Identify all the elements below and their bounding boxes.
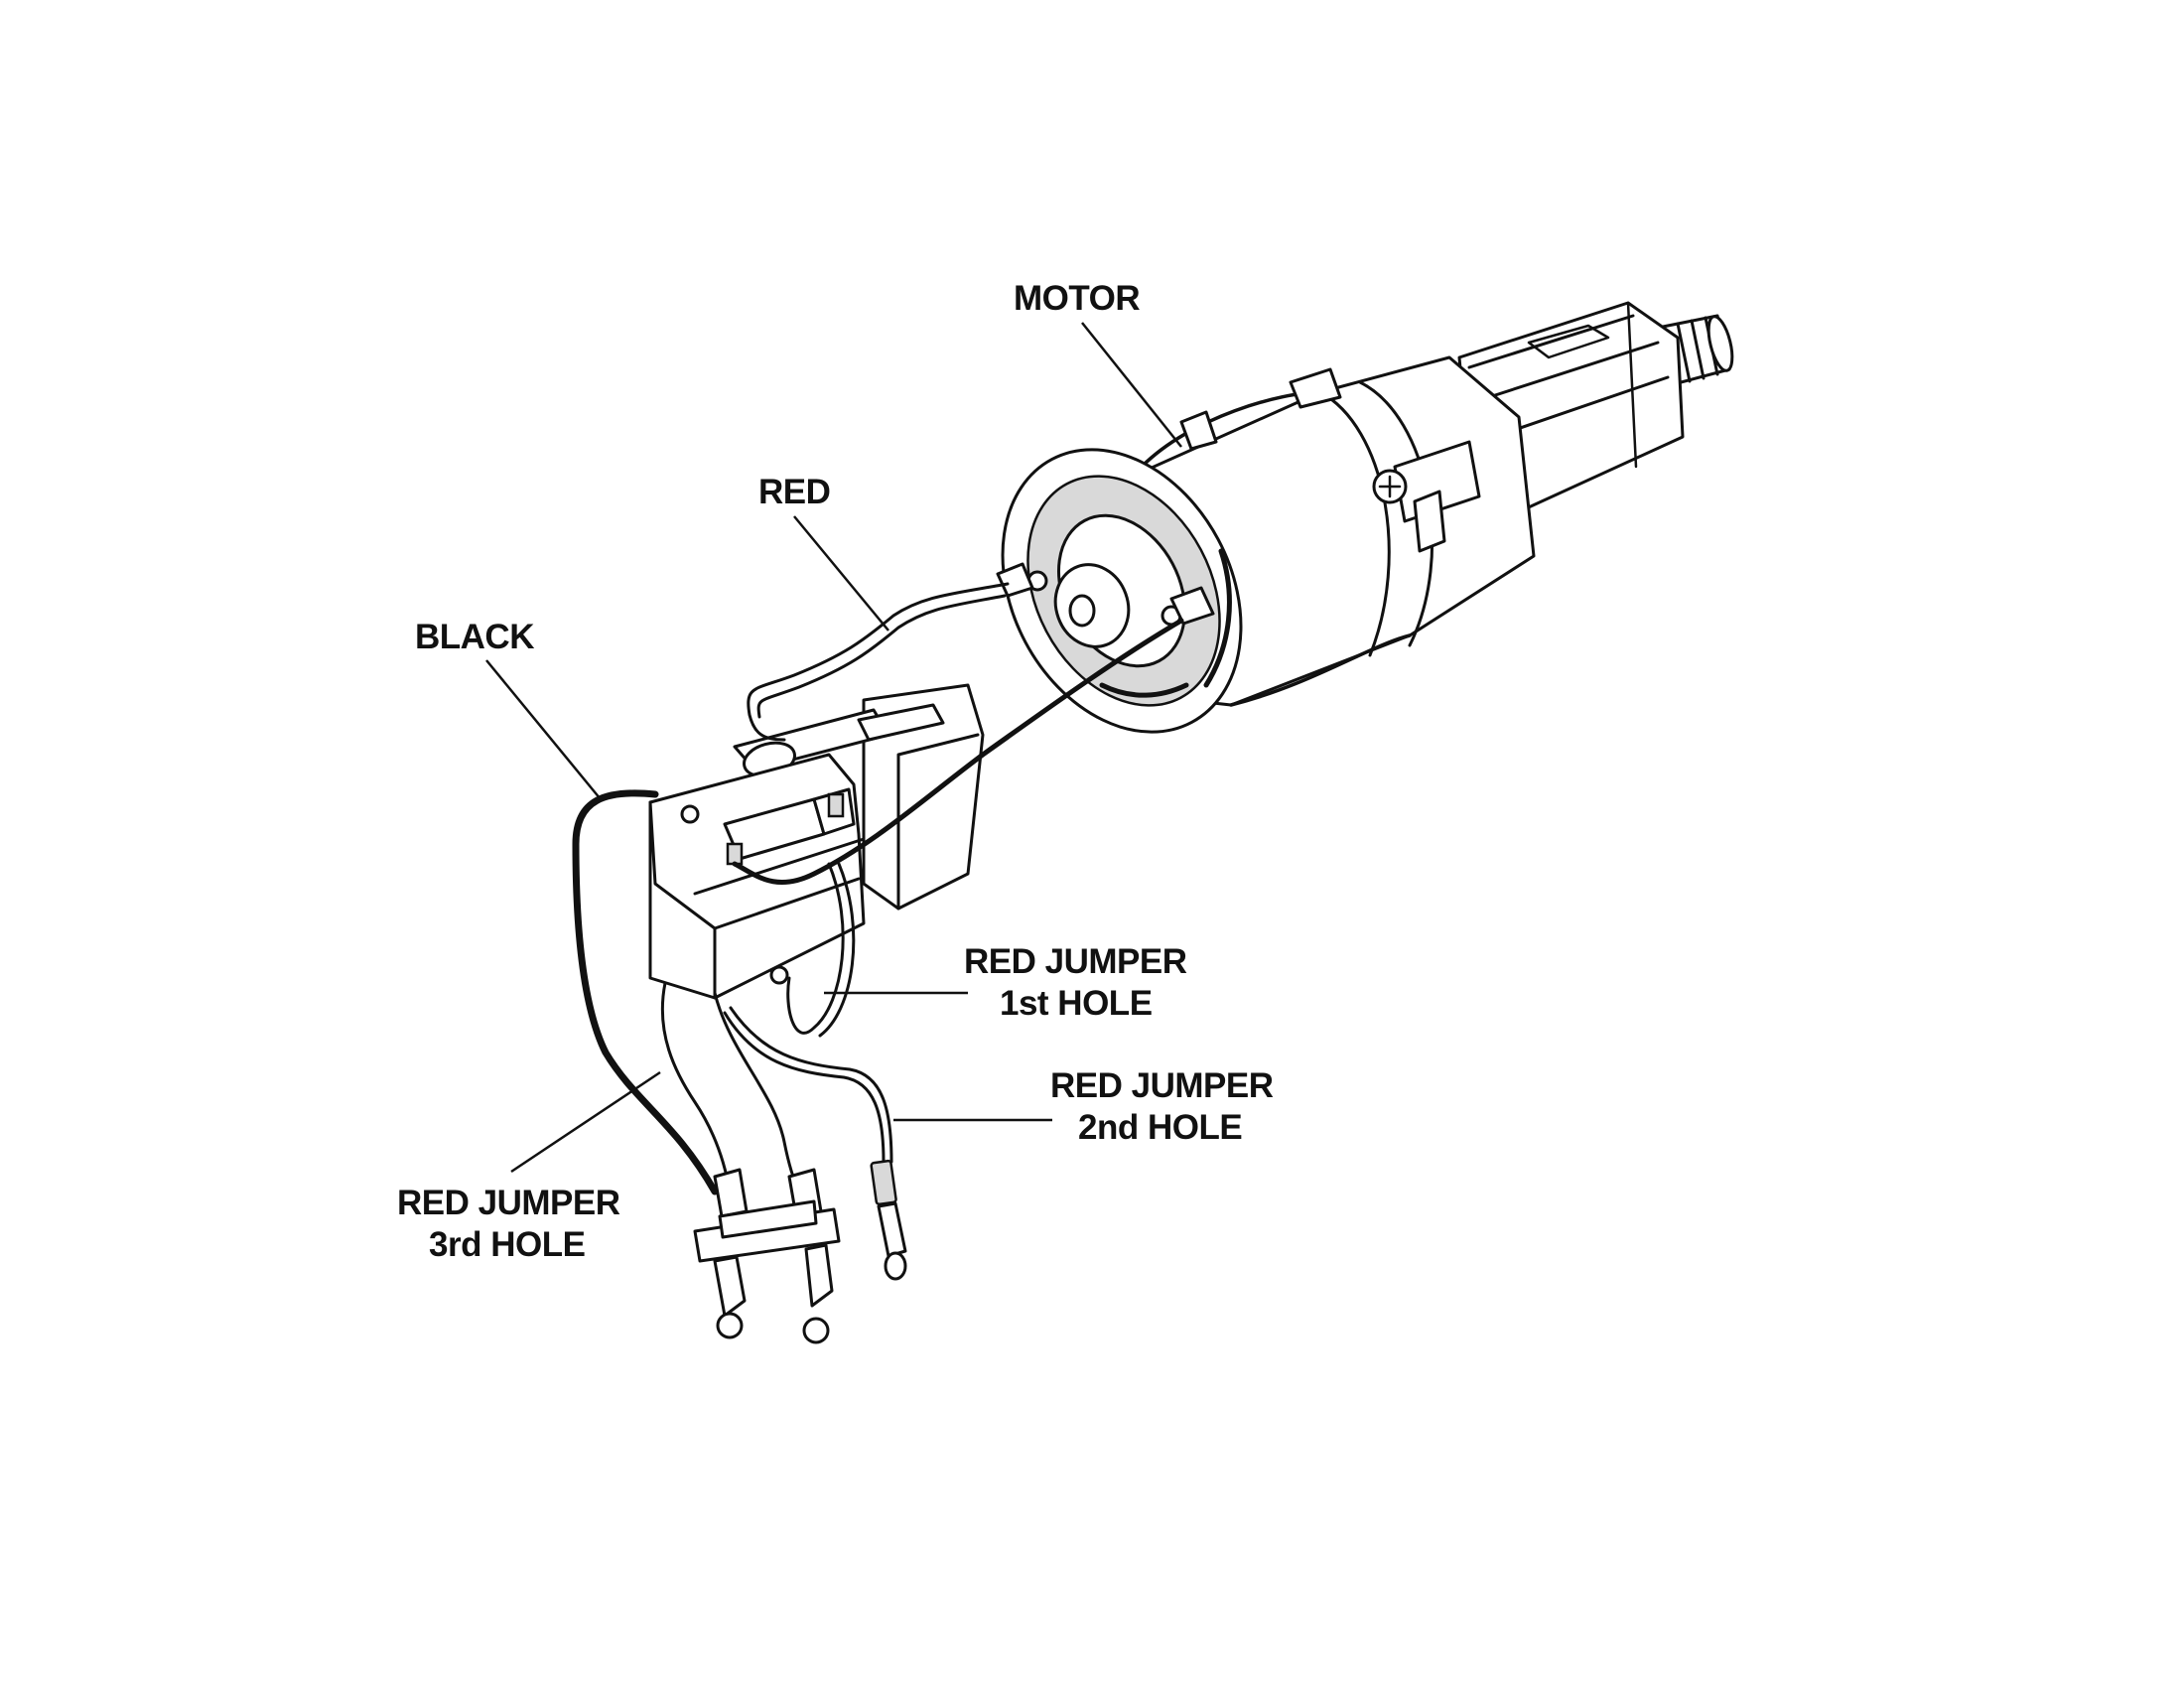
trigger-switch [648,683,985,1000]
label-jumper-3rd-line2: 3rd HOLE [429,1225,585,1264]
callout-labels: MOTOR RED BLACK RED JUMPER 1st HOLE RED … [397,279,1274,1264]
wiring [572,582,1184,1344]
black-wire [572,789,719,1195]
leader-lines [485,322,1182,1174]
label-jumper-3rd-line1: RED JUMPER [397,1184,620,1222]
label-jumper-1st-line1: RED JUMPER [964,942,1187,981]
red-wire [747,582,1010,742]
motor [996,301,1734,734]
label-jumper-2nd-line2: 2nd HOLE [1078,1108,1242,1147]
jumper-1st-hole [786,862,845,1035]
label-motor: MOTOR [1014,279,1140,318]
motor-black-lead [732,618,1184,886]
jumper-2nd-hole [723,1011,886,1164]
label-jumper-2nd-line1: RED JUMPER [1050,1066,1274,1105]
motor-can [996,355,1536,734]
label-black: BLACK [415,618,534,656]
terminal-block [693,1168,841,1344]
label-red: RED [758,473,830,511]
label-jumper-1st-line2: 1st HOLE [1000,984,1153,1023]
